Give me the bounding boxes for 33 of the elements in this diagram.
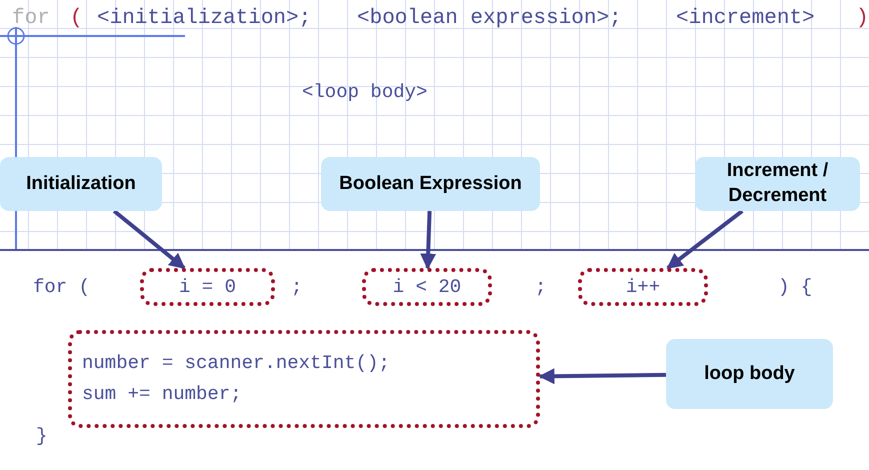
code-line: i = 0 <box>178 278 236 296</box>
code-text: } <box>36 427 48 446</box>
callout-text: loop body <box>704 362 795 386</box>
callout-box <box>695 157 860 211</box>
code-text: ( <box>70 8 83 29</box>
callout-text: Increment / Decrement <box>726 159 830 208</box>
code-text: ; <box>535 278 546 297</box>
callout-box <box>0 157 162 211</box>
code-line: sum += number; <box>82 385 242 404</box>
callout-text: Initialization <box>26 172 136 196</box>
code-text: <boolean expression>; <box>357 8 622 29</box>
callout-text: Boolean Expression <box>339 172 522 196</box>
highlight-box <box>68 330 540 428</box>
code-line: i++ <box>626 278 660 296</box>
code-line: i < 20 <box>392 278 462 296</box>
code-text: <increment> <box>676 8 815 29</box>
callout-box <box>321 157 540 211</box>
code-text: for <box>12 8 50 29</box>
code-text: ) <box>856 8 869 29</box>
arrow <box>538 368 666 384</box>
highlight-box <box>362 268 492 306</box>
arrow <box>420 210 436 270</box>
callout-box <box>666 339 833 409</box>
arrow <box>112 209 186 270</box>
highlight-box <box>140 268 275 306</box>
code-text: ) { <box>778 278 812 297</box>
code-text: for ( <box>33 278 90 297</box>
code-text: <loop body> <box>302 83 428 102</box>
arrow <box>666 209 744 270</box>
code-line: number = scanner.nextInt(); <box>82 354 390 373</box>
code-text: ; <box>291 278 302 297</box>
highlight-box <box>578 268 708 306</box>
code-text: <initialization>; <box>97 8 312 29</box>
